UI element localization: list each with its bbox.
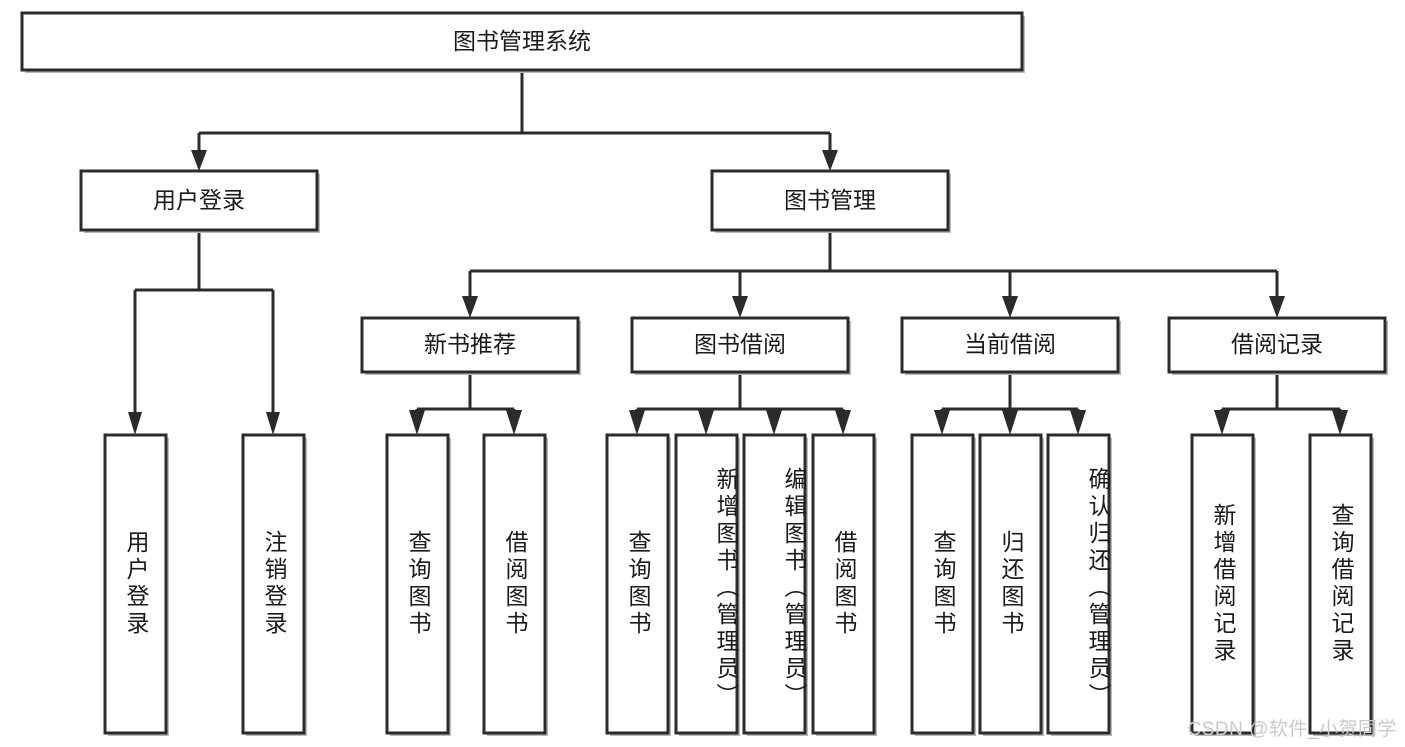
- leaf-box-user-logout[interactable]: [241, 433, 306, 735]
- node-root-label: 图书管理系统: [453, 28, 591, 54]
- node-book-manage-label: 图书管理: [784, 187, 876, 213]
- leaf-box-user-login[interactable]: [103, 433, 168, 735]
- arrowhead-leaf-query-record: [1332, 410, 1348, 435]
- node-current-borrow[interactable]: 当前借阅: [900, 316, 1121, 375]
- arrowhead-leaf-query-book-2: [629, 410, 645, 435]
- arrowhead-leaf-query-book-1: [409, 410, 425, 435]
- csdn-watermark: CSDN @软件_小贺同学: [1187, 719, 1397, 740]
- arrowhead-leaf-confirm-return: [1070, 410, 1086, 435]
- arrowhead-leaf-edit-book: [766, 410, 782, 435]
- arrowhead-leaf-query-book-3: [934, 410, 950, 435]
- arrowhead-leaf-user-logout: [266, 412, 280, 435]
- leaf-box-query-book-2[interactable]: [605, 433, 670, 735]
- arrowhead-leaf-borrow-book-2: [835, 410, 851, 435]
- arrowhead-leaf-add-book: [698, 410, 714, 435]
- leaf-box-query-record[interactable]: [1308, 433, 1373, 735]
- arrowhead-user-login: [191, 150, 207, 171]
- leaf-boxes: [103, 433, 1374, 736]
- leaf-box-add-book[interactable]: [674, 433, 739, 735]
- node-book-manage[interactable]: 图书管理: [710, 169, 951, 233]
- node-user-login-label: 用户登录: [153, 187, 245, 213]
- arrowhead-leaf-user-login: [128, 412, 142, 435]
- leaf-box-edit-book[interactable]: [742, 433, 807, 735]
- leaf-box-query-book-1[interactable]: [385, 433, 450, 735]
- node-book-borrow[interactable]: 图书借阅: [630, 316, 851, 375]
- leaf-box-return-book[interactable]: [978, 433, 1043, 735]
- arrowhead-current-borrow: [1002, 296, 1018, 318]
- node-current-borrow-label: 当前借阅: [964, 331, 1056, 357]
- node-new-book-rec[interactable]: 新书推荐: [360, 316, 581, 375]
- node-book-borrow-label: 图书借阅: [694, 331, 786, 357]
- node-user-login[interactable]: 用户登录: [79, 169, 320, 233]
- leaf-box-borrow-book-2[interactable]: [811, 433, 876, 735]
- arrowhead-leaf-borrow-book-1: [506, 410, 522, 435]
- leaf-box-borrow-book-1[interactable]: [482, 433, 547, 735]
- leaf-box-query-book-3[interactable]: [910, 433, 975, 735]
- arrowhead-new-book-rec: [462, 296, 478, 318]
- leaf-box-add-record[interactable]: [1190, 433, 1255, 735]
- node-new-book-rec-label: 新书推荐: [424, 331, 516, 357]
- arrowhead-borrow-record: [1269, 296, 1285, 318]
- node-root[interactable]: 图书管理系统: [20, 11, 1025, 73]
- arrowhead-book-borrow: [732, 296, 748, 318]
- leaf-box-confirm-return[interactable]: [1046, 433, 1111, 735]
- connector-layer: [128, 72, 1348, 435]
- arrowhead-book-manage: [822, 150, 838, 171]
- arrowhead-leaf-return-book: [1002, 410, 1018, 435]
- node-borrow-record-label: 借阅记录: [1231, 331, 1323, 357]
- node-borrow-record[interactable]: 借阅记录: [1167, 316, 1388, 375]
- arrowhead-leaf-add-record: [1214, 410, 1230, 435]
